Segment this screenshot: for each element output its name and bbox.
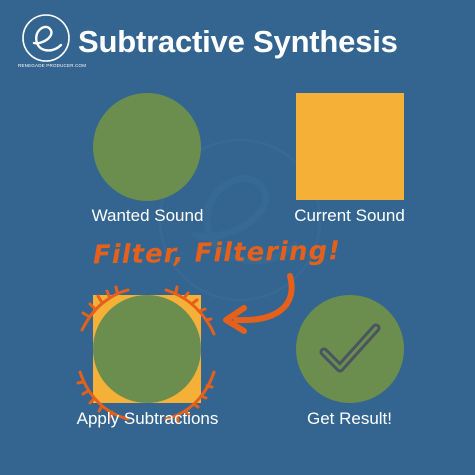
get-result-label: Get Result! xyxy=(306,409,393,428)
current-sound-square xyxy=(296,93,404,200)
filter-annotation: Filter, Filtering! xyxy=(92,236,342,271)
check-icon xyxy=(319,323,381,373)
cut-marks-icon xyxy=(76,285,216,423)
wanted-sound-label: Wanted Sound xyxy=(91,206,204,225)
apply-subtractions-label: Apply Subtractions xyxy=(76,409,219,428)
logo-icon xyxy=(22,14,70,62)
wanted-sound-circle xyxy=(93,93,201,201)
logo-text: RENEGADE PRODUCER.COM xyxy=(18,63,87,68)
watermark-logo-icon xyxy=(158,138,322,302)
result-circle xyxy=(296,295,404,403)
subtraction-circle xyxy=(93,295,201,403)
current-sound-label: Current Sound xyxy=(294,206,405,225)
curved-arrow-icon xyxy=(223,273,295,334)
page-title: Subtractive Synthesis xyxy=(78,24,398,59)
